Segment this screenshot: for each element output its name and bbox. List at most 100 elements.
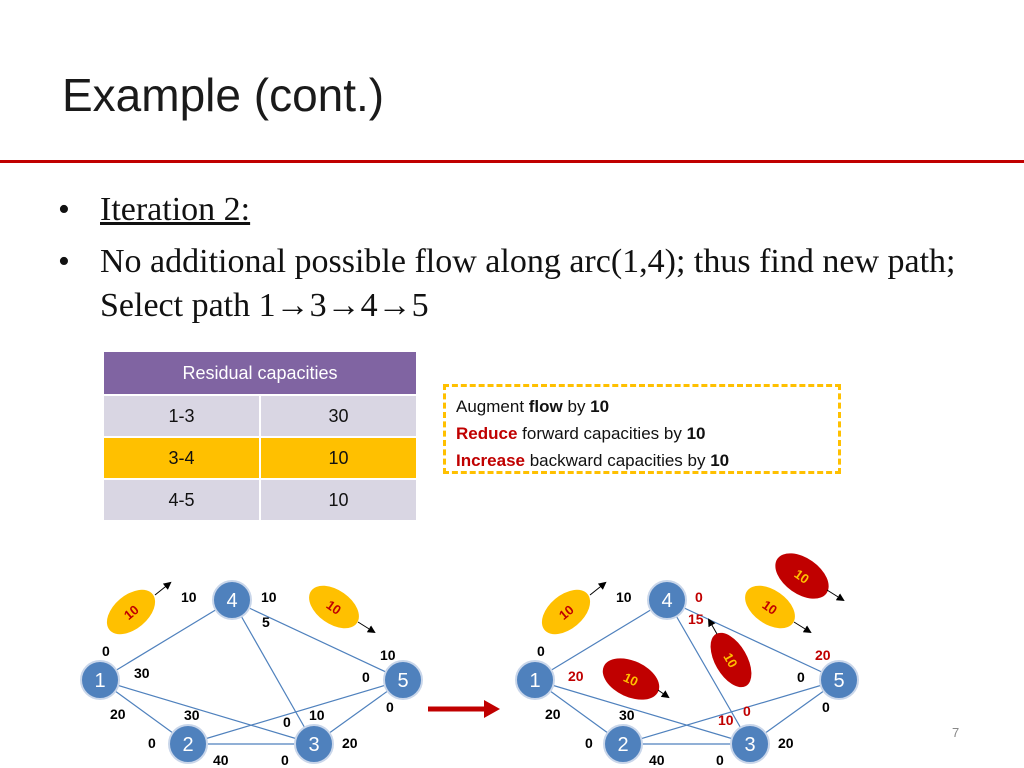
node-label: 4 xyxy=(226,590,237,612)
edge-4-3 xyxy=(231,599,315,745)
path-description: No additional possible flow along arc(1,… xyxy=(100,243,956,324)
node-2: 2 xyxy=(603,724,643,764)
increase-text: backward capacities by xyxy=(525,451,711,470)
edge-label: 20 xyxy=(778,735,794,751)
edge-label: 0 xyxy=(797,669,805,685)
augment-text: by xyxy=(562,397,591,416)
node-label: 3 xyxy=(308,734,319,756)
augment-note-box: Augment flow by 10 Reduce forward capaci… xyxy=(443,384,841,474)
edge-label: 0 xyxy=(102,643,110,659)
node-5: 5 xyxy=(819,660,859,700)
bullet-list: • Iteration 2: • No additional possible … xyxy=(58,188,978,336)
node-label: 3 xyxy=(744,734,755,756)
bullet-path: • No additional possible flow along arc(… xyxy=(58,240,978,328)
value-cell: 30 xyxy=(259,394,418,438)
node-label: 1 xyxy=(529,670,540,692)
iteration-heading: Iteration 2: xyxy=(100,191,251,228)
augment-oval: 10 xyxy=(775,553,845,602)
node-label: 5 xyxy=(397,670,408,692)
flow-oval: 10 xyxy=(309,585,376,634)
augment-oval: 10 xyxy=(708,618,752,688)
edge-label: 10 xyxy=(181,589,197,605)
table-row: 4-5 10 xyxy=(102,478,418,522)
edge-1-4 xyxy=(534,599,668,681)
node-3: 3 xyxy=(730,724,770,764)
right-network: 10 10 10 10 10 10 0 15 0 20 20 0 20 xyxy=(515,553,859,768)
increase-word: Increase xyxy=(456,451,525,470)
node-4: 4 xyxy=(212,580,252,620)
augment-text: Augment xyxy=(456,397,529,416)
flow-oval: 10 xyxy=(541,581,607,635)
edge-label: 0 xyxy=(148,735,156,751)
title-divider xyxy=(0,160,1024,163)
edge-label: 20 xyxy=(815,647,831,663)
augment-line: Augment flow by 10 xyxy=(456,393,838,420)
edge-label: 30 xyxy=(134,665,150,681)
edge-label: 0 xyxy=(362,669,370,685)
bullet-iteration: • Iteration 2: xyxy=(58,188,978,232)
node-5: 5 xyxy=(383,660,423,700)
edge-2-5 xyxy=(622,679,840,745)
arc-cell: 4-5 xyxy=(102,478,261,522)
reduce-amount: 10 xyxy=(686,424,706,443)
edge-label: 10 xyxy=(380,647,396,663)
edge-label: 10 xyxy=(261,589,277,605)
arc-cell: 3-4 xyxy=(102,436,261,480)
edge-1-3 xyxy=(534,679,751,745)
node-4: 4 xyxy=(647,580,687,620)
value-cell: 10 xyxy=(259,478,418,522)
table-row-highlighted: 3-4 10 xyxy=(102,436,418,480)
node-2: 2 xyxy=(168,724,208,764)
edge-label: 0 xyxy=(695,589,703,605)
edge-2-5 xyxy=(187,679,404,745)
edge-label: 20 xyxy=(110,706,126,722)
increase-amount: 10 xyxy=(710,451,730,470)
node-label: 5 xyxy=(833,670,844,692)
flow-oval: 10 xyxy=(745,585,812,634)
flow-oval: 10 xyxy=(106,581,172,635)
edge-4-5 xyxy=(666,599,840,681)
augment-amount: 10 xyxy=(590,397,610,416)
edge-label: 0 xyxy=(283,714,291,730)
edge-label: 30 xyxy=(619,707,635,723)
table-row: 1-3 30 xyxy=(102,394,418,438)
left-network: 10 10 10 10 5 0 30 10 0 20 30 0 10 0 0 2… xyxy=(80,580,423,768)
edge-label: 0 xyxy=(537,643,545,659)
edge-label: 5 xyxy=(262,614,270,630)
arc-cell: 1-3 xyxy=(102,394,261,438)
edge-label: 15 xyxy=(688,611,704,627)
edge-label: 10 xyxy=(309,707,325,723)
node-label: 2 xyxy=(182,734,193,756)
edge-label: 10 xyxy=(718,712,734,728)
edge-label: 40 xyxy=(649,752,665,768)
edge-1-3 xyxy=(99,679,315,745)
oval-label: 10 xyxy=(759,597,779,618)
page-number: 7 xyxy=(952,725,960,740)
node-label: 1 xyxy=(94,670,105,692)
page-title: Example (cont.) xyxy=(62,69,385,121)
edge-label: 0 xyxy=(743,703,751,719)
edge-label: 0 xyxy=(585,735,593,751)
edge-label: 0 xyxy=(281,752,289,768)
node-label: 4 xyxy=(661,590,672,612)
value-cell: 10 xyxy=(259,436,418,480)
reduce-word: Reduce xyxy=(456,424,518,443)
edge-label: 20 xyxy=(568,668,584,684)
oval-label: 10 xyxy=(621,670,640,690)
edge-label: 40 xyxy=(213,752,229,768)
augment-flow-word: flow xyxy=(528,397,563,416)
edge-4-3 xyxy=(666,599,751,745)
oval-label: 10 xyxy=(791,566,811,587)
edge-4-5 xyxy=(231,599,404,681)
edge-label: 10 xyxy=(616,589,632,605)
node-1: 1 xyxy=(80,660,120,700)
increase-line: Increase backward capacities by 10 xyxy=(456,447,838,474)
bullet-dot: • xyxy=(58,243,70,280)
edge-label: 20 xyxy=(545,706,561,722)
residual-capacities-table: Residual capacities 1-3 30 3-4 10 4-5 10 xyxy=(102,350,418,522)
edge-label: 0 xyxy=(386,699,394,715)
reduce-text: forward capacities by xyxy=(517,424,687,443)
edge-label: 30 xyxy=(184,707,200,723)
edge-label: 20 xyxy=(342,735,358,751)
